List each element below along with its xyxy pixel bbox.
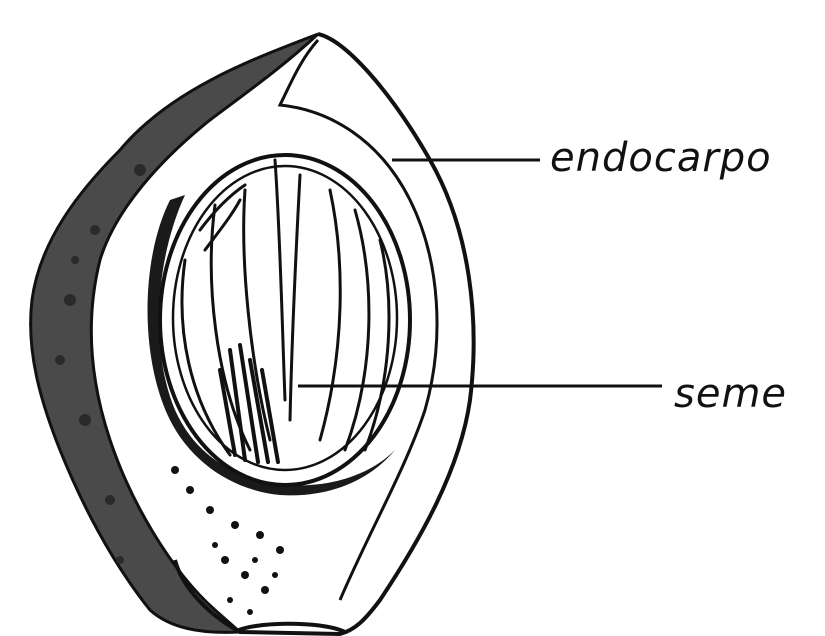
seed-label: seme <box>674 374 787 414</box>
seed-body <box>160 155 410 485</box>
endocarp-label: endocarpo <box>550 138 772 178</box>
